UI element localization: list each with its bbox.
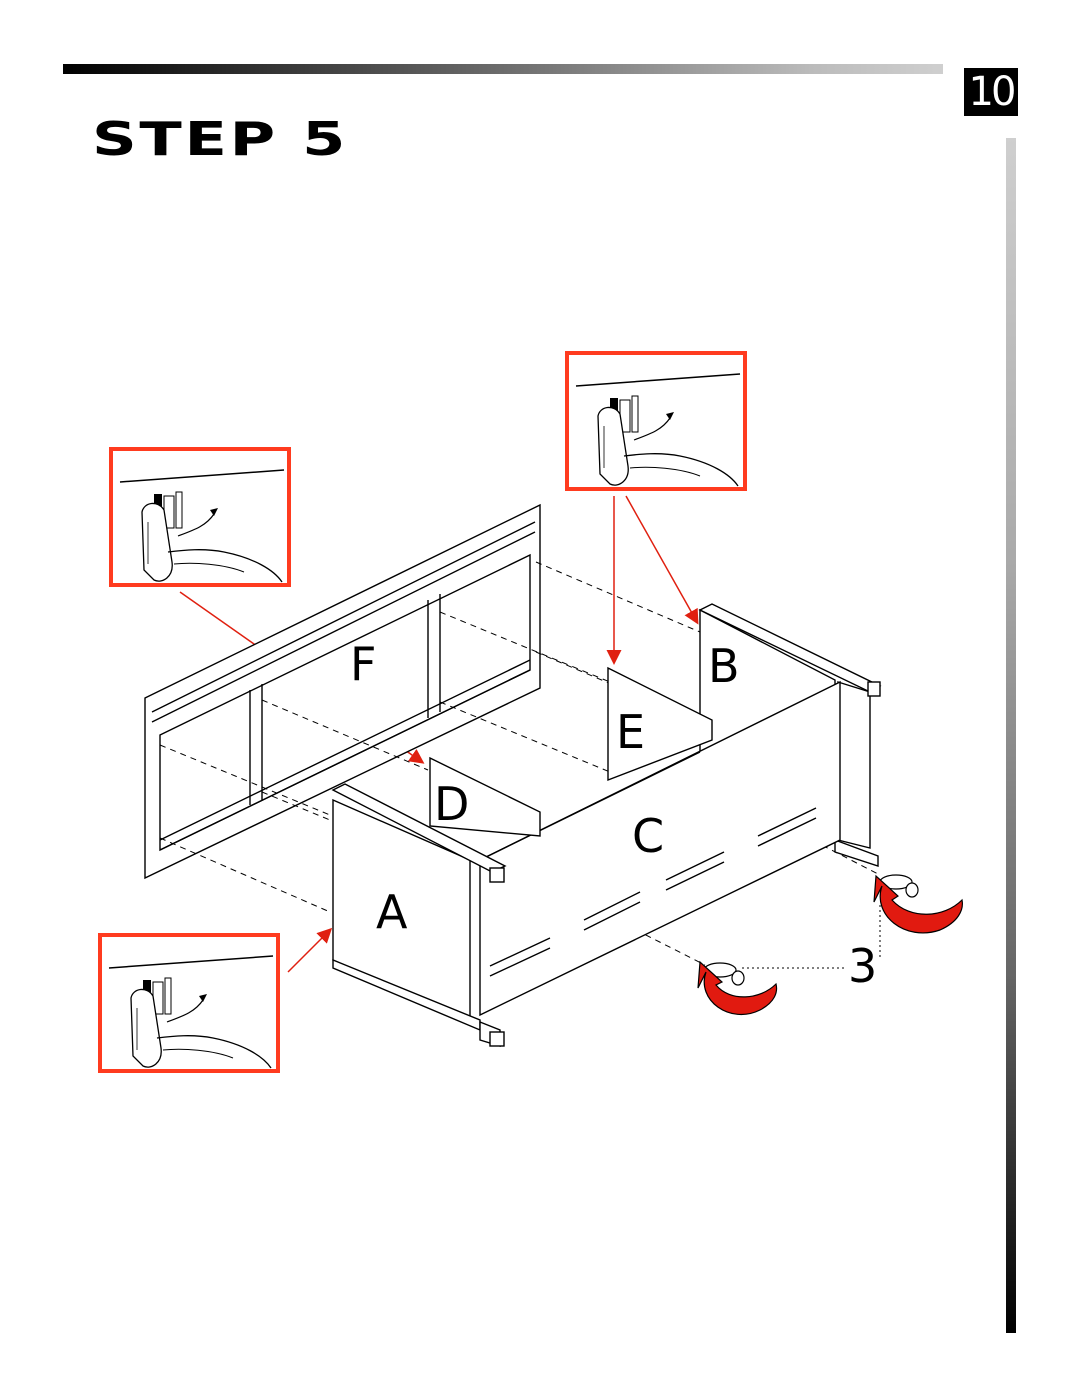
label-b: B	[708, 639, 740, 693]
hardware-count-label: 3	[848, 939, 877, 993]
panel-d	[429, 756, 541, 837]
label-c: C	[632, 809, 664, 863]
callout-bottom-left	[98, 933, 280, 1073]
panel-a	[331, 783, 507, 1047]
callout-left-middle	[109, 447, 291, 587]
label-f: F	[350, 637, 376, 691]
rotate-arrow-icon	[697, 874, 963, 1016]
top-rule	[63, 64, 943, 74]
callout-top-right	[565, 351, 747, 491]
page-number: 10	[964, 68, 1018, 116]
label-a: A	[376, 885, 408, 939]
panel-f	[144, 503, 541, 880]
label-d: D	[434, 777, 469, 831]
panel-e	[607, 666, 713, 782]
step-title: STEP 5	[92, 112, 349, 166]
panel-c	[479, 680, 841, 1017]
label-e: E	[616, 705, 645, 759]
side-rule	[1006, 138, 1016, 1333]
